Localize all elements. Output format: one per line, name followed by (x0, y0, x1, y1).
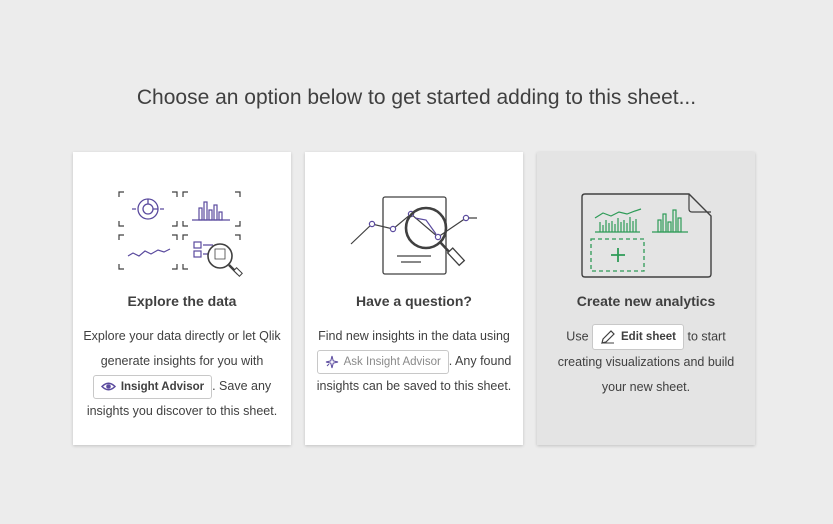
description-text: . Save any insights you discover to this… (86, 379, 278, 418)
card-have-question[interactable]: Have a question? Find new insights in th… (305, 152, 523, 445)
card-title: Create new analytics (576, 293, 716, 309)
card-explore-data[interactable]: Explore the data Explore your data direc… (73, 152, 291, 445)
pencil-icon (601, 330, 615, 344)
sparkle-icon (325, 355, 338, 368)
document-chart-magnifier-icon (350, 196, 477, 275)
card-title: Have a question? (356, 293, 472, 309)
card-create-analytics[interactable]: Create new analytics Use Edit sheet to s… (537, 152, 755, 445)
card-description: Explore your data directly or let Qlik g… (83, 324, 281, 424)
description-text: Use (566, 329, 589, 344)
card-description: Use Edit sheet to start creating visuali… (547, 324, 745, 400)
description-text: . Any found insights can be saved to thi… (316, 354, 512, 393)
card-description: Find new insights in the data using Ask … (315, 324, 513, 399)
insight-advisor-button[interactable]: Insight Advisor (92, 374, 213, 399)
eye-icon (100, 382, 116, 391)
edit-sheet-button[interactable]: Edit sheet (592, 324, 684, 350)
button-label: Edit sheet (621, 331, 676, 343)
new-sheet-charts-icon (581, 193, 712, 278)
ask-insight-advisor-button[interactable]: Ask Insight Advisor (316, 349, 449, 374)
dashboard-magnifier-icon (118, 191, 243, 277)
description-text: Find new insights in the data using (318, 329, 510, 343)
description-text: to start creating visualizations and bui… (557, 329, 735, 394)
description-text: Explore your data directly or let Qlik g… (83, 329, 281, 368)
button-label: Insight Advisor (120, 380, 205, 393)
page-heading: Choose an option below to get started ad… (136, 86, 697, 109)
button-label: Ask Insight Advisor (343, 355, 441, 368)
card-title: Explore the data (127, 293, 237, 309)
